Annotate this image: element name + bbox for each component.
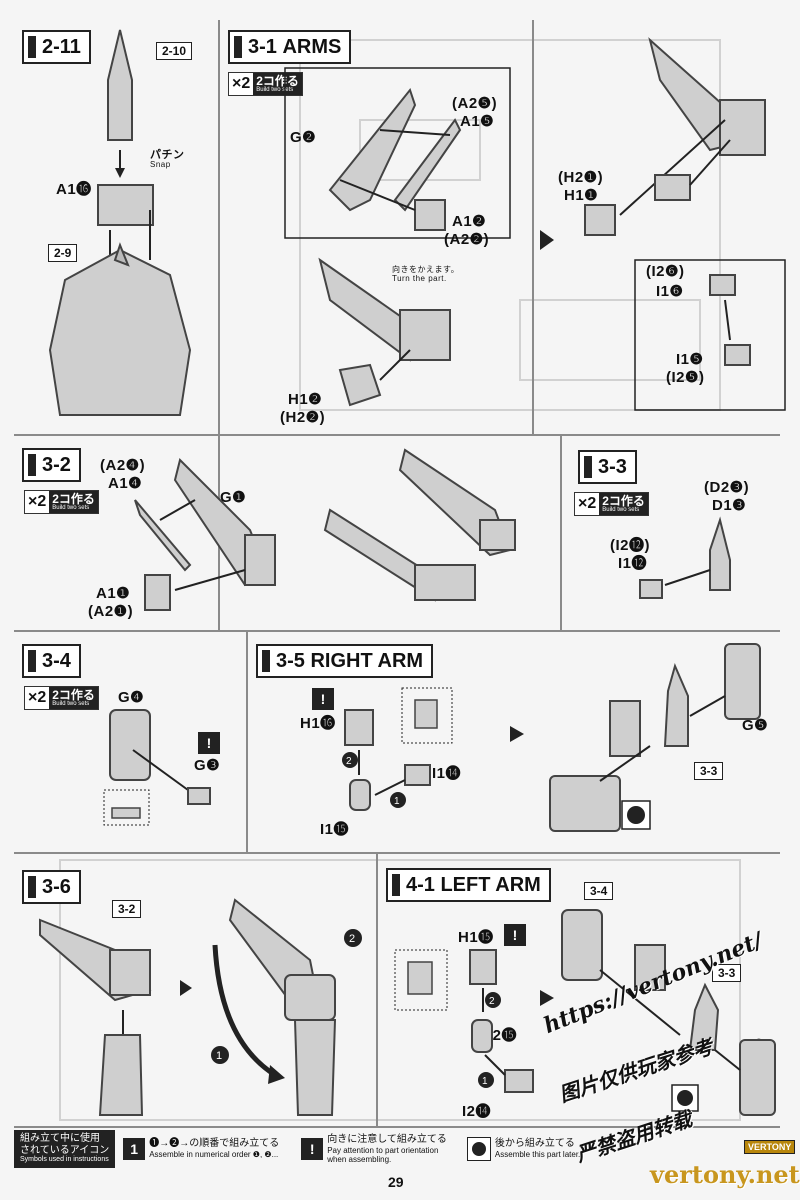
divider <box>532 20 534 434</box>
part-label-i2-12: (I2⓬) <box>610 537 651 554</box>
orientation-warning-icon: ! <box>198 732 220 754</box>
part-label-i1-5: I1❺ <box>676 351 704 368</box>
step-3-3: 3-3 <box>578 450 637 484</box>
divider <box>14 1126 780 1128</box>
part-label-g3: G❸ <box>194 757 221 774</box>
divider <box>14 852 780 854</box>
part-label-a1-2: A1❷ <box>452 213 487 230</box>
orientation-warning-icon: ! <box>504 924 526 946</box>
part-label-a1-4: A1❹ <box>108 475 143 492</box>
symbols-legend: 組み立て中に使用 されているアイコン Symbols used in instr… <box>14 1130 774 1168</box>
ref-2-10: 2-10 <box>156 42 193 60</box>
part-label-g2: G❷ <box>290 129 317 146</box>
ref-3-4: 3-4 <box>584 882 614 900</box>
part-label-i1-14: I1⓮ <box>432 765 462 782</box>
diagram-3-1 <box>284 67 511 407</box>
divider <box>14 630 780 632</box>
turn-part-note: 向きをかえます。Turn the part. <box>392 265 460 283</box>
part-label-a2-2: (A2❷) <box>444 231 490 248</box>
watermark-site: vertony.net <box>650 1160 800 1189</box>
part-label-h2-1: (H2❶) <box>558 169 604 186</box>
brand-badge: VERTONY <box>744 1140 796 1154</box>
part-label-h1-2: H1❷ <box>288 391 323 408</box>
part-label-i2-6: (I2❻) <box>646 263 685 280</box>
step-3-4: 3-4 <box>22 644 81 678</box>
part-label-i1-12: I1⓬ <box>618 555 648 572</box>
orientation-warning-icon: ! <box>312 688 334 710</box>
numbered-step-icon: 1 <box>123 1138 146 1160</box>
divider <box>14 434 780 436</box>
diagram-3-3 <box>639 516 731 599</box>
part-label-h1-16: H1⓰ <box>300 715 336 732</box>
part-label-h1-1: H1❶ <box>564 187 599 204</box>
diagram-3-6: 1 2 <box>39 898 362 1116</box>
part-label-h2-2: (H2❷) <box>280 409 326 426</box>
step-2-11: 2-11 <box>22 30 91 64</box>
ref-3-2: 3-2 <box>112 900 142 918</box>
ref-2-9: 2-9 <box>48 244 78 262</box>
part-label-i2-14: I2⓮ <box>462 1103 492 1120</box>
part-label-a2-4: (A2❹) <box>100 457 146 474</box>
diagram-3-5: 2 1 <box>342 687 453 811</box>
part-label-i2-5: (I2❺) <box>666 369 705 386</box>
diagram-3-2 <box>134 448 516 611</box>
divider <box>376 854 378 1126</box>
part-label-i1-15: I1⓯ <box>320 821 350 838</box>
svg-text:1: 1 <box>482 1076 488 1087</box>
diagram-3-4 <box>103 709 211 826</box>
part-label-d2-3: (D2❸) <box>704 479 750 496</box>
svg-text:1: 1 <box>394 796 400 807</box>
step-4-1: 4-1 LEFT ARM <box>386 868 551 902</box>
part-label-d1-3: D1❸ <box>712 497 747 514</box>
step-3-2: 3-2 <box>22 448 81 482</box>
step-number: 2-11 <box>42 35 81 58</box>
part-label-i1-6: I1❻ <box>656 283 684 300</box>
assemble-later-icon <box>466 1137 491 1161</box>
svg-text:2: 2 <box>346 756 352 767</box>
step-3-5: 3-5 RIGHT ARM <box>256 644 434 678</box>
diagram-3-1-continued <box>540 37 786 411</box>
diagram-3-5-assembly <box>510 643 761 832</box>
divider <box>560 436 562 630</box>
step-3-6: 3-6 <box>22 870 81 904</box>
diagram-4-1: 2 1 <box>394 949 534 1093</box>
diagram-2-11 <box>48 29 192 416</box>
svg-text:2: 2 <box>349 933 355 945</box>
divider <box>246 632 248 852</box>
ref-3-3: 3-3 <box>712 964 742 982</box>
part-label-a2-1: (A2❶) <box>88 603 134 620</box>
part-label-g5: G❺ <box>742 717 769 734</box>
page-number: 29 <box>388 1174 404 1190</box>
part-label-a2-5: (A2❺) <box>452 95 498 112</box>
part-label-g4: G❹ <box>118 689 145 706</box>
diagram-4-1-assembly <box>540 909 776 1116</box>
svg-text:1: 1 <box>216 1050 222 1062</box>
part-label-a1-5: A1❺ <box>460 113 495 130</box>
part-label-g1: G❶ <box>220 489 247 506</box>
part-label-h1-15: H1⓯ <box>458 929 494 946</box>
ref-3-3: 3-3 <box>694 762 724 780</box>
legend-heading: 組み立て中に使用 されているアイコン Symbols used in instr… <box>14 1130 116 1168</box>
divider <box>218 20 220 434</box>
step-3-1: 3-1 ARMS <box>228 30 352 64</box>
svg-text:2: 2 <box>489 996 495 1007</box>
part-label-i2-15: I2⓯ <box>488 1027 518 1044</box>
part-label-a1-16: A1⓰ <box>56 181 92 198</box>
part-label-a1-1: A1❶ <box>96 585 131 602</box>
orientation-warning-icon: ! <box>301 1138 324 1160</box>
